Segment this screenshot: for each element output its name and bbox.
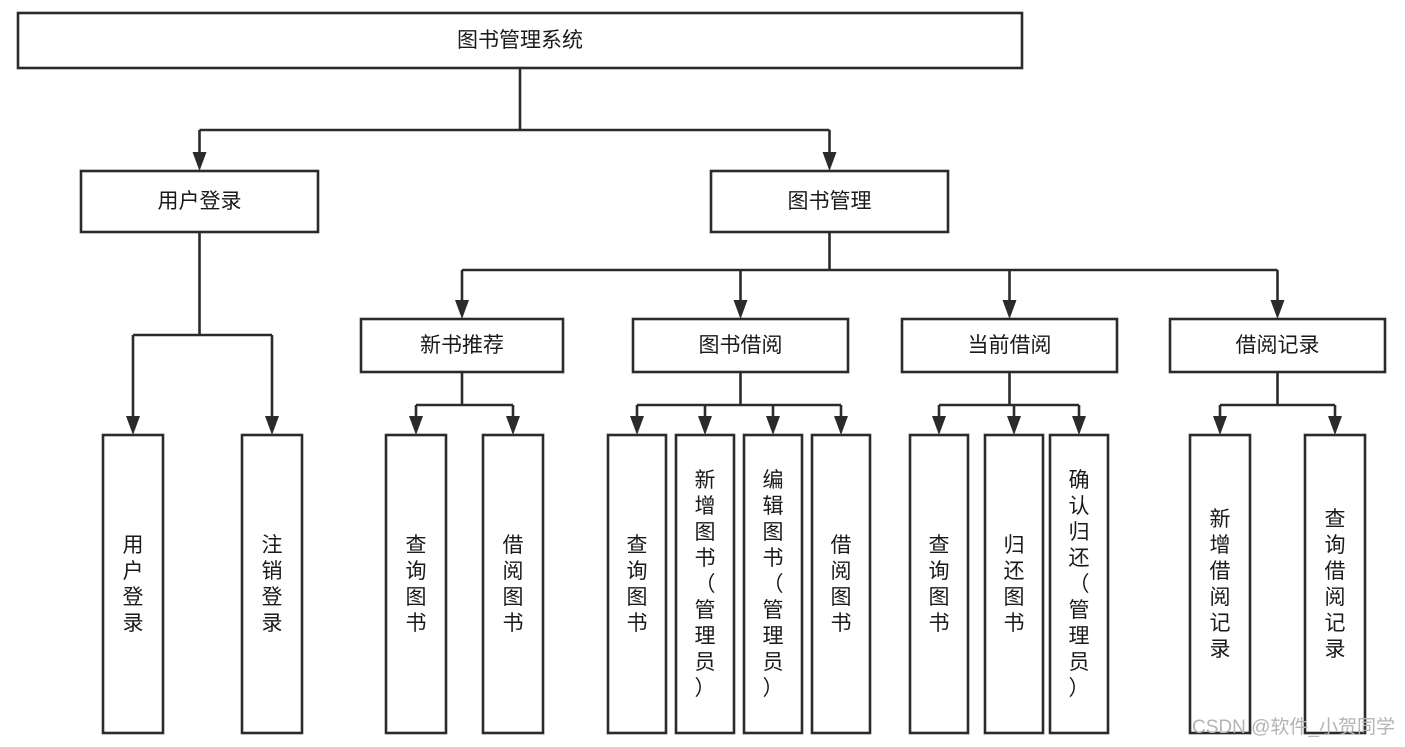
node-box[interactable] [481, 433, 545, 735]
node-label: 查询借阅记录 [1325, 508, 1346, 661]
node-leaf-user-logout[interactable]: 注销登录 [240, 433, 304, 735]
node-box[interactable] [1048, 433, 1110, 735]
node-label: 编辑图书（管理员） [763, 469, 784, 700]
node-box[interactable] [742, 433, 804, 735]
arrow-head-icon [698, 416, 712, 435]
arrow-head-icon [630, 416, 644, 435]
node-box[interactable] [384, 433, 448, 735]
node-root[interactable]: 图书管理系统 [16, 11, 1024, 70]
arrow-head-icon [1328, 416, 1342, 435]
arrow-head-icon [265, 416, 279, 435]
node-box[interactable] [674, 433, 736, 735]
node-label: 借阅图书 [503, 534, 524, 635]
arrow-head-icon [1072, 416, 1086, 435]
node-label: 注销登录 [262, 534, 283, 635]
node-box[interactable] [240, 433, 304, 735]
node-box[interactable] [1188, 433, 1252, 735]
arrow-head-icon [822, 152, 837, 171]
node-leaf-query-borrow-record[interactable]: 查询借阅记录 [1303, 433, 1367, 735]
arrow-head-icon [1007, 416, 1021, 435]
arrow-head-icon [834, 416, 848, 435]
arrow-head-icon [1213, 416, 1227, 435]
node-label: 借阅记录 [1236, 334, 1320, 357]
node-box[interactable] [101, 433, 165, 735]
node-leaf-query-book-rec[interactable]: 查询图书 [384, 433, 448, 735]
watermark-text: CSDN @软件_小贺同学 [1192, 717, 1395, 738]
node-leaf-borrow-book-rec[interactable]: 借阅图书 [481, 433, 545, 735]
node-leaf-user-login[interactable]: 用户登录 [101, 433, 165, 735]
arrow-head-icon [409, 416, 423, 435]
arrow-head-icon [733, 300, 748, 319]
node-leaf-query-book-bw[interactable]: 查询图书 [606, 433, 668, 735]
node-box[interactable] [631, 317, 850, 374]
node-box[interactable] [810, 433, 872, 735]
node-label: 用户登录 [123, 534, 144, 635]
node-box[interactable] [1168, 317, 1387, 374]
node-leaf-add-borrow-record[interactable]: 新增借阅记录 [1188, 433, 1252, 735]
node-box[interactable] [1303, 433, 1367, 735]
node-leaf-add-book-admin[interactable]: 新增图书（管理员） [674, 433, 736, 735]
node-label: 当前借阅 [968, 334, 1052, 357]
node-label: 图书借阅 [699, 334, 783, 357]
node-box[interactable] [900, 317, 1119, 374]
arrow-head-icon [766, 416, 780, 435]
node-new-book-recommend[interactable]: 新书推荐 [359, 317, 565, 374]
node-label: 借阅图书 [831, 534, 852, 635]
node-box[interactable] [983, 433, 1045, 735]
node-box[interactable] [908, 433, 970, 735]
node-current-borrow[interactable]: 当前借阅 [900, 317, 1119, 374]
arrow-head-icon [1270, 300, 1285, 319]
node-label: 新增图书（管理员） [695, 469, 716, 700]
node-label: 查询图书 [929, 534, 950, 635]
node-layer: 图书管理系统用户登录图书管理新书推荐图书借阅当前借阅借阅记录用户登录注销登录查询… [16, 11, 1387, 735]
node-leaf-borrow-book-bw[interactable]: 借阅图书 [810, 433, 872, 735]
arrow-head-icon [1002, 300, 1017, 319]
arrow-head-icon [506, 416, 520, 435]
node-leaf-query-book-cur[interactable]: 查询图书 [908, 433, 970, 735]
node-leaf-confirm-return-admin[interactable]: 确认归还（管理员） [1048, 433, 1110, 735]
node-box[interactable] [606, 433, 668, 735]
node-label: 用户登录 [158, 190, 242, 213]
node-label: 归还图书 [1004, 534, 1025, 635]
node-label: 新书推荐 [420, 334, 504, 357]
node-box[interactable] [709, 169, 950, 234]
arrow-head-icon [455, 300, 469, 319]
node-box[interactable] [16, 11, 1024, 70]
node-book-borrow[interactable]: 图书借阅 [631, 317, 850, 374]
node-label: 查询图书 [406, 534, 427, 635]
arrow-head-icon [126, 416, 140, 435]
node-label: 确认归还（管理员） [1069, 469, 1090, 700]
node-label: 图书管理 [788, 190, 872, 213]
arrow-head-icon [932, 416, 946, 435]
node-label: 新增借阅记录 [1210, 508, 1231, 661]
node-book-manage[interactable]: 图书管理 [709, 169, 950, 234]
node-label: 查询图书 [627, 534, 648, 635]
connector-layer [126, 68, 1342, 435]
node-user-login[interactable]: 用户登录 [79, 169, 320, 234]
node-box[interactable] [359, 317, 565, 374]
arrow-head-icon [192, 152, 207, 171]
node-box[interactable] [79, 169, 320, 234]
node-leaf-return-book[interactable]: 归还图书 [983, 433, 1045, 735]
node-leaf-edit-book-admin[interactable]: 编辑图书（管理员） [742, 433, 804, 735]
node-label: 图书管理系统 [457, 29, 583, 52]
node-borrow-record[interactable]: 借阅记录 [1168, 317, 1387, 374]
